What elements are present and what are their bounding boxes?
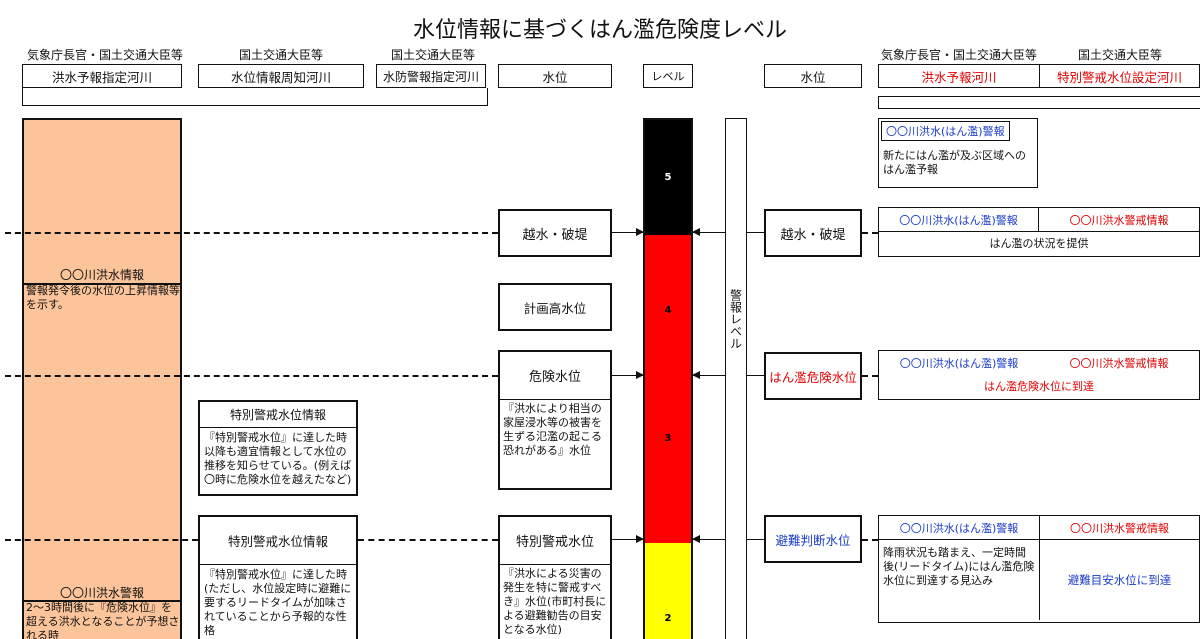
special-info-box-1: 特別警戒水位情報 『特別警戒水位』に達した時以降も適宜情報として水位の推移を知ら… bbox=[198, 400, 358, 496]
dash-evac-right bbox=[862, 539, 878, 541]
level-4-3-segment: 4 3 bbox=[645, 235, 691, 543]
right-danger-caution: 〇〇川洪水警戒情報 bbox=[1069, 357, 1169, 370]
header-water-level: 水位 bbox=[498, 64, 612, 88]
right-evac-body2: 避難目安水位に到達 bbox=[1039, 540, 1199, 620]
special-info-title-1: 特別警戒水位情報 bbox=[200, 402, 356, 428]
level-3-label: 3 bbox=[664, 433, 672, 444]
dash-special-left-b bbox=[358, 539, 498, 541]
header-right-rule-tick bbox=[878, 96, 879, 108]
arrow-special-right bbox=[612, 535, 644, 543]
header-water-info-river: 水位情報周知河川 bbox=[198, 64, 364, 88]
arrow-danger-right bbox=[612, 371, 644, 379]
dash-overflow-left bbox=[5, 232, 498, 234]
flood-warning-body: 2～3時間後に『危険水位』を超える洪水となることが予想される時 bbox=[26, 601, 180, 639]
right-block-evacuation: 〇〇川洪水(はん濫)警報 〇〇川洪水警戒情報 降雨状況も踏まえ、一定時間後(リー… bbox=[878, 515, 1200, 623]
arrow-special-left bbox=[692, 535, 725, 543]
level-special-box: 特別警戒水位 『洪水による災害の発生を特に警戒すべき』水位(市町村長による避難勧… bbox=[498, 515, 612, 639]
header-right-label-mlit: 国土交通大臣等 bbox=[1077, 48, 1162, 62]
flood-forecast-column bbox=[22, 118, 182, 639]
right-evac-body: 降雨状況も踏まえ、一定時間後(リードタイム)にはん濫危険水位に到達する見込み bbox=[883, 546, 1035, 588]
header-flood-forecast-river-right: 洪水予報河川 bbox=[878, 64, 1040, 88]
special-info-body-1: 『特別警戒水位』に達した時以降も適宜情報として水位の推移を知らせている。(例えば… bbox=[204, 431, 352, 487]
level-danger-desc: 『洪水により相当の家屋浸水等の被害を生ずる氾濫の起こる恐れがある』水位 bbox=[503, 402, 602, 458]
dash-danger-right bbox=[862, 375, 878, 377]
right-overflow-box: 越水・破堤 bbox=[764, 209, 862, 257]
right-block-level5: 〇〇川洪水(はん濫)警報 新たにはん濫が及ぶ区域へのはん濫予報 bbox=[878, 118, 1038, 188]
flood-warning-divider bbox=[22, 600, 182, 602]
header-flood-forecast-river: 洪水予報指定河川 bbox=[22, 64, 182, 88]
right-overflow-caution: 〇〇川洪水警戒情報 bbox=[1039, 208, 1199, 232]
arrow-overflow-left bbox=[692, 228, 725, 236]
level-special-label: 特別警戒水位 bbox=[500, 517, 610, 565]
header-right-rule bbox=[878, 96, 1200, 97]
flood-info-title: 〇〇川洪水情報 bbox=[59, 267, 144, 282]
level-overflow-box: 越水・破堤 bbox=[498, 209, 612, 257]
dash-special-left-a bbox=[5, 539, 198, 541]
right-danger-body: はん濫危険水位に到達 bbox=[984, 380, 1094, 393]
flood-info-body: 警報発令後の水位の上昇情報等を示す。 bbox=[26, 284, 180, 312]
header-left-bracket bbox=[22, 88, 488, 106]
special-info-box-2: 特別警戒水位情報 『特別警戒水位』に達した時(ただし、水位設定時に避難に要するリ… bbox=[198, 515, 358, 639]
right-danger-warning: 〇〇川洪水(はん濫)警報 bbox=[899, 357, 1019, 370]
diagram-title: 水位情報に基づくはん濫危険度レベル bbox=[412, 18, 787, 43]
link-evac-right bbox=[747, 539, 764, 540]
header-level: レベル bbox=[643, 64, 693, 88]
right-overflow-warning: 〇〇川洪水(はん濫)警報 bbox=[879, 208, 1039, 232]
right-flood-danger-box: はん濫危険水位 bbox=[764, 352, 862, 400]
header-label-mlit-1: 国土交通大臣等 bbox=[238, 48, 323, 62]
level-4-label: 4 bbox=[664, 305, 672, 316]
arrow-danger-left bbox=[692, 371, 725, 379]
right-evac-caution: 〇〇川洪水警戒情報 bbox=[1039, 516, 1199, 540]
right-evac-warning: 〇〇川洪水(はん濫)警報 bbox=[879, 516, 1039, 540]
header-flood-fighting-river: 水防警報指定河川 bbox=[376, 64, 486, 88]
level-special-desc: 『洪水による災害の発生を特に警戒すべき』水位(市町村長による避難勧告の目安となる… bbox=[503, 567, 607, 637]
right-evacuation-box: 避難判断水位 bbox=[764, 515, 862, 563]
level-5-label: 5 bbox=[664, 172, 672, 183]
level-planned-high-box: 計画高水位 bbox=[498, 283, 612, 331]
special-info-body-2: 『特別警戒水位』に達した時(ただし、水位設定時に避難に要するリードタイムが加味さ… bbox=[204, 568, 352, 638]
level-2-segment: 2 bbox=[645, 543, 691, 639]
level-2-label: 2 bbox=[664, 613, 672, 624]
right-block5-title: 〇〇川洪水(はん濫)警報 bbox=[881, 121, 1010, 141]
header-label-mlit-2: 国土交通大臣等 bbox=[390, 48, 475, 62]
flood-info-divider bbox=[22, 283, 182, 285]
level-danger-label: 危険水位 bbox=[500, 352, 610, 400]
special-info-title-2: 特別警戒水位情報 bbox=[200, 517, 356, 565]
header-special-warning-river: 特別警戒水位設定河川 bbox=[1039, 64, 1200, 88]
right-block-overflow: 〇〇川洪水(はん濫)警報 〇〇川洪水警戒情報 はん濫の状況を提供 bbox=[878, 207, 1200, 257]
warning-level-label: 警報レベル bbox=[728, 289, 743, 349]
link-overflow-right bbox=[747, 232, 764, 233]
right-overflow-body: はん濫の状況を提供 bbox=[989, 237, 1089, 250]
right-block-danger: 〇〇川洪水(はん濫)警報 〇〇川洪水警戒情報 はん濫危険水位に到達 bbox=[878, 350, 1200, 400]
header-right-label-jma: 気象庁長官・国土交通大臣等 bbox=[880, 48, 1037, 62]
flood-warning-title: 〇〇川洪水警報 bbox=[59, 585, 144, 600]
link-danger-right bbox=[747, 375, 764, 376]
level-bar: 5 4 3 2 bbox=[643, 118, 693, 639]
level-danger-box: 危険水位 『洪水により相当の家屋浸水等の被害を生ずる氾濫の起こる恐れがある』水位 bbox=[498, 350, 612, 490]
right-block5-body: 新たにはん濫が及ぶ区域へのはん濫予報 bbox=[883, 149, 1026, 177]
header-right-water-level: 水位 bbox=[764, 64, 862, 88]
level-5-segment: 5 bbox=[645, 120, 691, 235]
arrow-overflow-right bbox=[612, 228, 644, 236]
warning-level-column: 警報レベル bbox=[725, 118, 747, 639]
header-label-jma: 気象庁長官・国土交通大臣等 bbox=[26, 48, 183, 62]
dash-danger-left bbox=[5, 375, 498, 377]
header-right-rule-bottom bbox=[878, 108, 1200, 109]
dash-overflow-right bbox=[862, 232, 878, 234]
